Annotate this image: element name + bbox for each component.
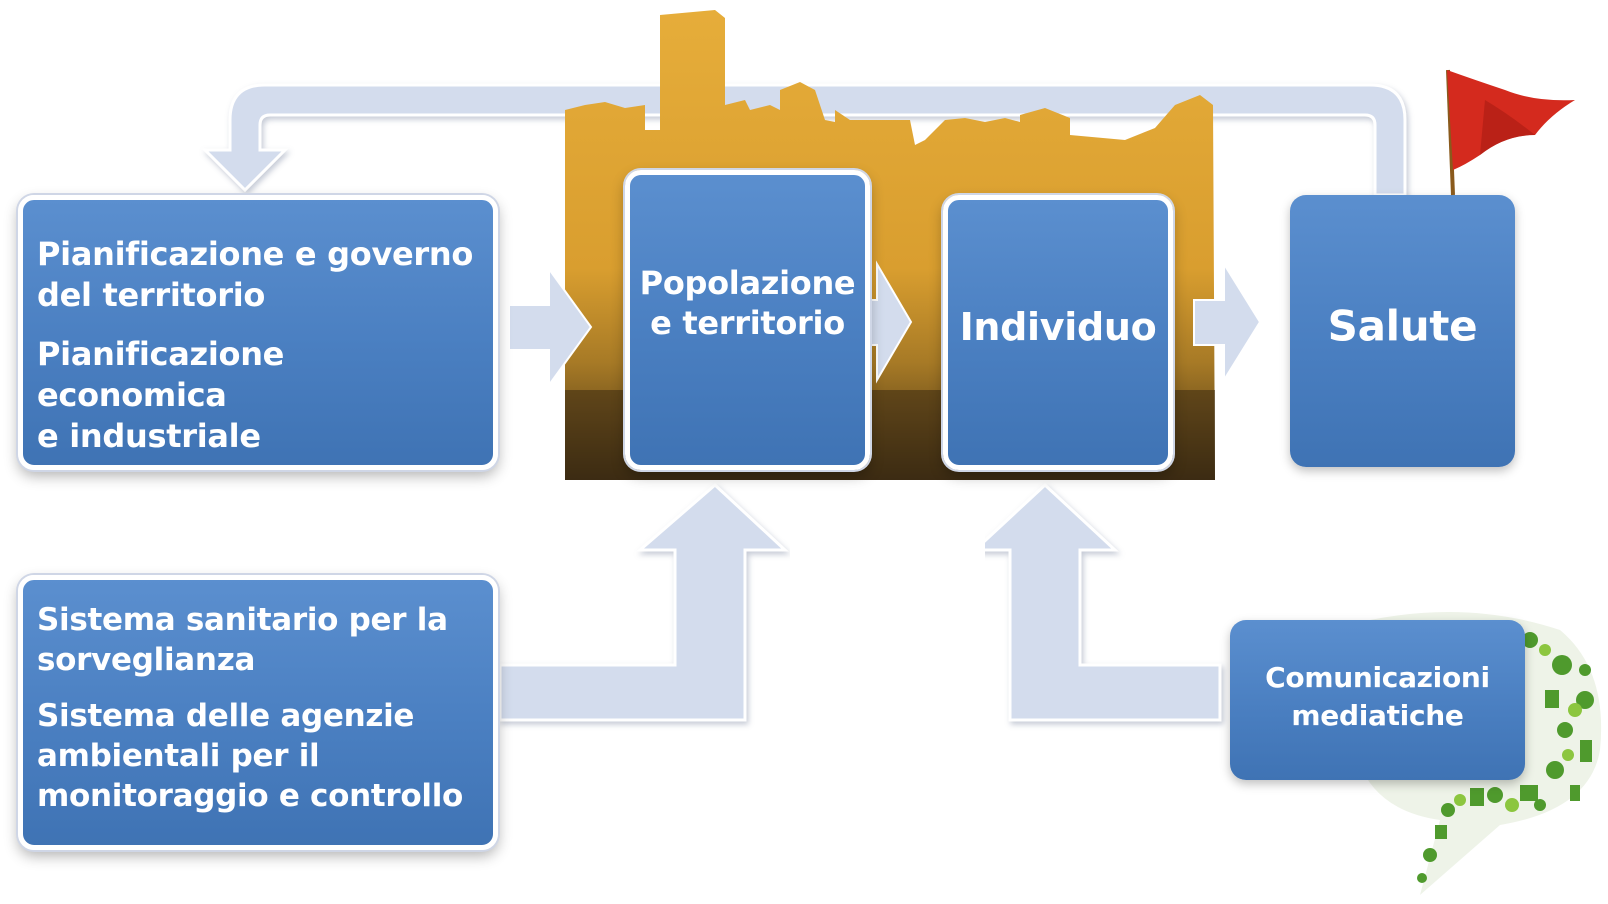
population-line-1: Popolazione <box>639 263 856 302</box>
population-box: Popolazione e territorio <box>625 170 870 470</box>
media-box: Comunicazioni mediatiche <box>1230 620 1525 780</box>
media-line-1: Comunicazioni <box>1265 660 1490 694</box>
arrow-media-to-individual <box>985 482 1222 722</box>
arrow-surveillance-to-population <box>498 482 789 722</box>
health-box: Salute <box>1290 195 1515 467</box>
individual-box: Individuo <box>943 195 1173 470</box>
arrow-individual-to-health <box>1193 260 1262 384</box>
planning-box: Pianificazione e governo del territorio … <box>18 195 498 470</box>
planning-line-1: Pianificazione e governo <box>37 235 474 273</box>
surveillance-line-5: monitoraggio e controllo <box>37 778 464 814</box>
planning-line-2: del territorio <box>37 276 266 314</box>
planning-line-3: Pianificazione economica <box>37 335 285 414</box>
surveillance-line-4: ambientali per il <box>37 738 320 774</box>
individual-label: Individuo <box>959 305 1157 350</box>
planning-line-4: e industriale <box>37 417 261 455</box>
population-line-2: e territorio <box>650 303 845 342</box>
surveillance-box: Sistema sanitario per la sorveglianza Si… <box>18 575 498 850</box>
surveillance-line-3: Sistema delle agenzie <box>37 698 415 734</box>
health-label: Salute <box>1327 301 1478 351</box>
arrow-planning-to-population <box>508 265 593 389</box>
surveillance-line-1: Sistema sanitario per la <box>37 602 448 638</box>
red-flag-icon <box>1446 69 1575 196</box>
media-line-2: mediatiche <box>1291 698 1464 732</box>
surveillance-line-2: sorveglianza <box>37 642 256 678</box>
